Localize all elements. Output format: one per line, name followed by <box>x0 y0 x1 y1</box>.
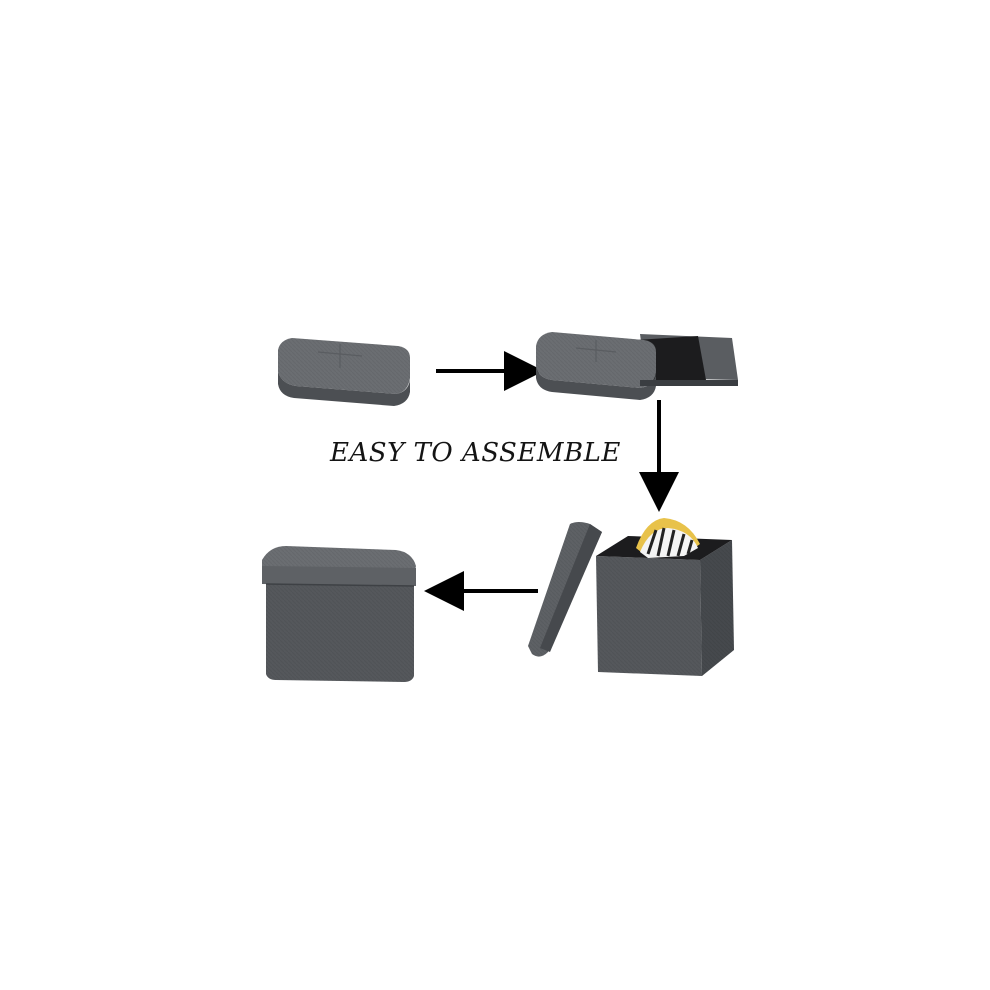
unfolding-lid-base <box>536 366 656 400</box>
folded-ottoman-product <box>278 338 410 406</box>
open-cube-product <box>528 518 734 676</box>
closed-cube-lid-band <box>262 566 416 586</box>
unfolding-ottoman-product <box>536 332 738 400</box>
closed-cube-product <box>262 546 416 682</box>
stored-items <box>636 518 700 558</box>
folded-lid-base <box>278 372 410 406</box>
caption-easy-to-assemble: EASY TO ASSEMBLE <box>330 438 621 468</box>
